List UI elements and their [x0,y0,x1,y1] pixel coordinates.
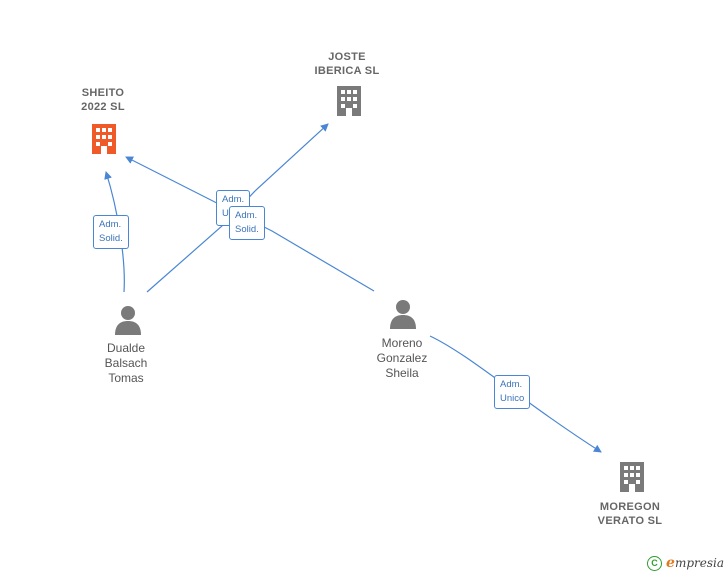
company-label-joste[interactable]: JOSTE IBERICA SL [314,51,380,77]
person-label-moreno[interactable]: Moreno Gonzalez Sheila [376,336,428,380]
person-icon[interactable] [113,304,143,336]
brand-logo[interactable]: empresia [666,555,724,571]
company-label-sheito[interactable]: SHEITO 2022 SL [81,87,125,113]
building-icon[interactable] [90,122,118,156]
person-label-dualde[interactable]: Dualde Balsach Tomas [104,341,148,385]
brand-initial: e [666,555,675,571]
person-icon[interactable] [388,298,418,330]
edge-label-moreno-moregon[interactable]: Adm. Unico [494,375,531,409]
brand-name: mpresia [674,556,724,570]
edge-label-moreno-sheito[interactable]: Adm. Solid. [229,206,265,240]
edge-label-dualde-sheito[interactable]: Adm. Solid. [93,215,129,249]
building-icon[interactable] [335,84,363,118]
company-label-moregon[interactable]: MOREGON VERATO SL [597,501,663,527]
edge-moreno-sheito [125,156,375,292]
building-icon[interactable] [618,460,646,494]
footer-brand: C empresia [647,555,724,571]
copyright-icon: C [647,555,663,571]
